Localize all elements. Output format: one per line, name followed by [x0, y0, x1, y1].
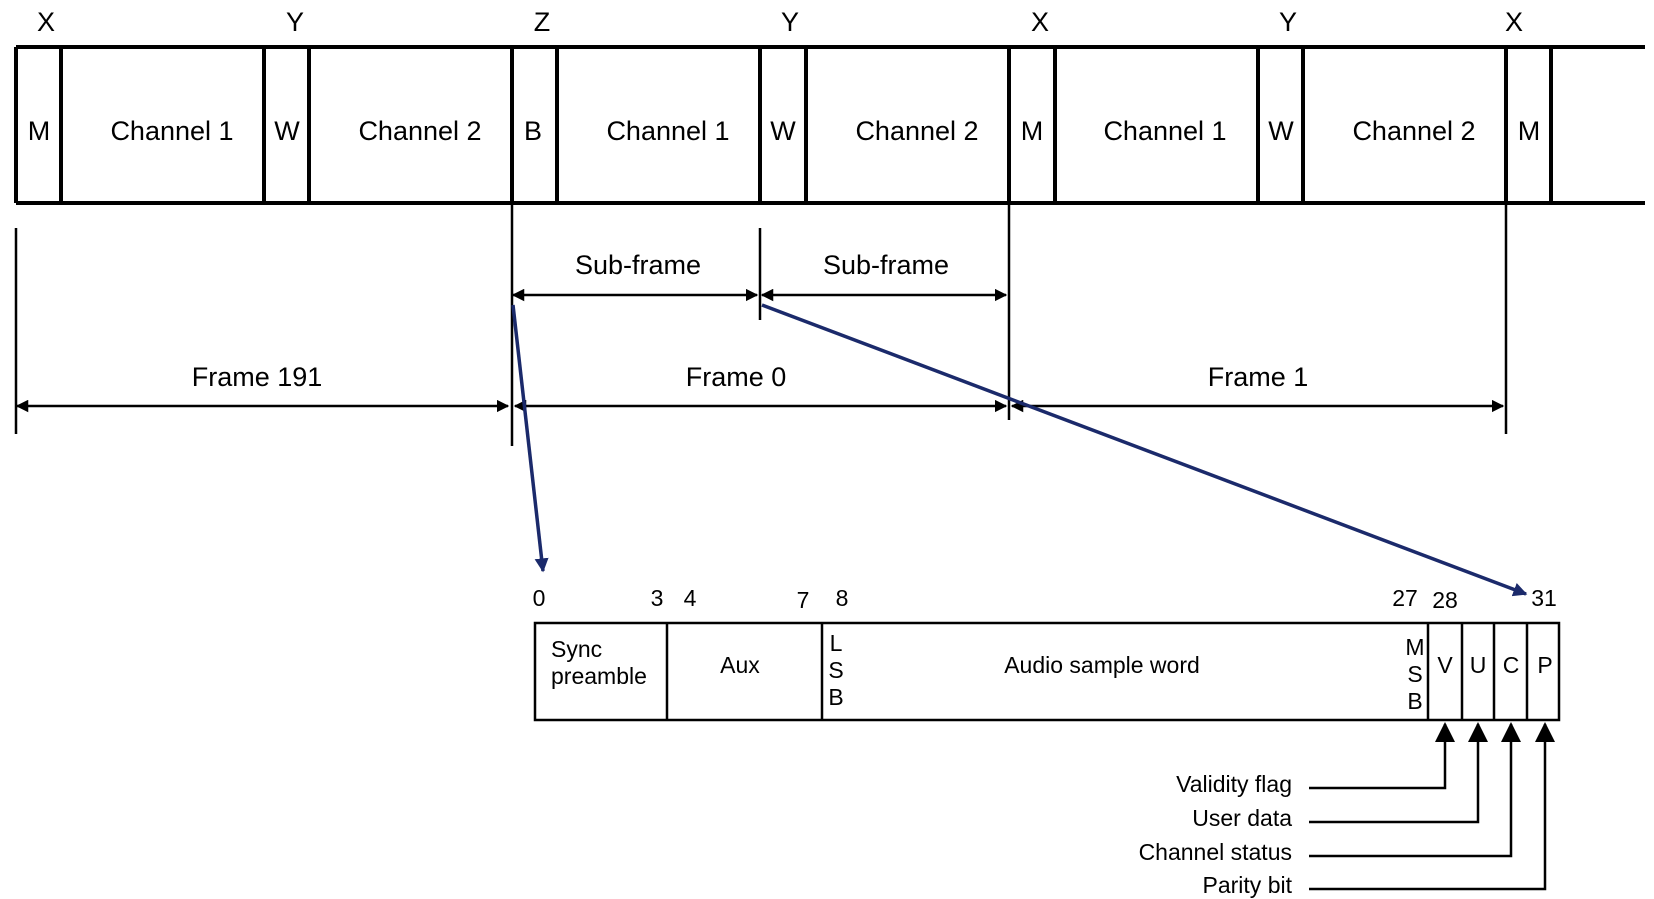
flag-description: Validity flag: [1176, 771, 1292, 797]
audio-sample-word-label: Audio sample word: [1004, 652, 1200, 678]
subframe-box: [533, 621, 1561, 722]
stream-cell: M: [28, 116, 51, 146]
lsb-letter: B: [828, 684, 843, 710]
stream-cell: M: [1518, 116, 1541, 146]
stream-cell: Channel 1: [1103, 116, 1226, 146]
stream-cell: Channel 1: [606, 116, 729, 146]
subframe-dimensions: Sub-frame Sub-frame: [511, 250, 1008, 302]
msb-letter: B: [1407, 688, 1422, 714]
subframe-label: Sub-frame: [575, 250, 701, 280]
subframe-label: Sub-frame: [823, 250, 949, 280]
validity-callout: [1309, 722, 1455, 790]
preamble-label: Y: [286, 7, 304, 37]
bit-number: 28: [1432, 587, 1458, 613]
stream-cell: W: [1268, 116, 1294, 146]
preamble-label: Y: [1279, 7, 1297, 37]
bit-number: 8: [836, 585, 849, 611]
preamble-label: X: [37, 7, 55, 37]
preamble-label: X: [1505, 7, 1523, 37]
msb-letter: S: [1407, 661, 1422, 687]
subframe-structure: Sync preamble Aux L S B Audio sample wor…: [533, 621, 1561, 722]
validity-field: V: [1437, 652, 1453, 678]
bit-number: 3: [651, 585, 664, 611]
preamble-labels: X Y Z Y X Y X: [37, 7, 1523, 37]
flag-callouts: Validity flag User data Channel status P…: [1139, 722, 1555, 898]
stream-cell: W: [770, 116, 796, 146]
channel-status-callout: [1309, 722, 1521, 858]
preamble-label: Z: [534, 7, 551, 37]
sync-preamble-label: Sync: [551, 636, 602, 662]
frame-boundaries: [14, 203, 1508, 446]
stream-cell: Channel 2: [1352, 116, 1475, 146]
zoom-lines: [511, 303, 1528, 597]
user-data-callout: [1309, 722, 1488, 824]
frame-label: Frame 1: [1208, 362, 1309, 392]
bit-number: 0: [533, 585, 546, 611]
aux-label: Aux: [720, 652, 760, 678]
zoom-line-end: [761, 303, 1528, 597]
parity-callout: [1309, 722, 1555, 891]
bit-number: 7: [797, 587, 810, 613]
flag-description: User data: [1192, 805, 1292, 831]
lsb-letter: S: [828, 657, 843, 683]
stream-cell: W: [274, 116, 300, 146]
frame-label: Frame 0: [686, 362, 787, 392]
channel-status-field: C: [1503, 652, 1520, 678]
preamble-label: Y: [781, 7, 799, 37]
frame-stream: M Channel 1 W Channel 2 B Channel 1 W Ch…: [14, 45, 1645, 205]
sync-preamble-label: preamble: [551, 663, 647, 689]
frame-dimensions: Frame 191 Frame 0 Frame 1: [15, 362, 1505, 413]
zoom-line-start: [511, 304, 549, 573]
user-data-field: U: [1470, 652, 1487, 678]
parity-field: P: [1537, 652, 1552, 678]
bit-number: 31: [1531, 585, 1557, 611]
bit-numbers: 0 3 4 7 8 27 28 31: [533, 585, 1557, 613]
stream-cell: B: [524, 116, 542, 146]
preamble-label: X: [1031, 7, 1049, 37]
bit-number: 4: [684, 585, 697, 611]
flag-description: Channel status: [1139, 839, 1292, 865]
stream-cell: Channel 2: [855, 116, 978, 146]
lsb-letter: L: [830, 630, 843, 656]
msb-letter: M: [1405, 634, 1424, 660]
bit-number: 27: [1392, 585, 1418, 611]
stream-cell-dividers: [59, 47, 1553, 203]
stream-cell: M: [1021, 116, 1044, 146]
stream-cell: Channel 2: [358, 116, 481, 146]
frame-label: Frame 191: [192, 362, 323, 392]
flag-description: Parity bit: [1203, 872, 1293, 898]
stream-cell: Channel 1: [110, 116, 233, 146]
